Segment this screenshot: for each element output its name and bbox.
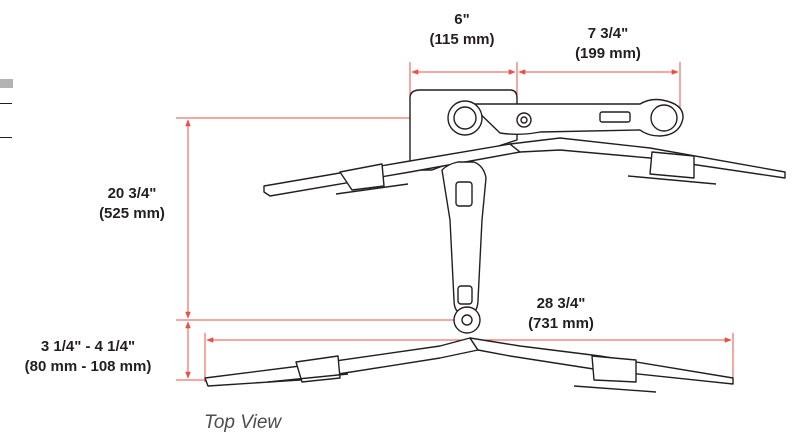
upper-left-bracket-rail xyxy=(335,183,409,195)
upper-right-bracket xyxy=(649,151,695,179)
dim-label-7-3-4in-imperial: 7 3/4" xyxy=(587,25,629,42)
side-tab-marker xyxy=(0,79,13,88)
upper-crossbar-right xyxy=(509,137,786,179)
dim-label-depth-metric: (80 mm - 108 mm) xyxy=(24,358,152,375)
dim-label-28-3-4in-metric: (731 mm) xyxy=(528,315,594,332)
upper-left-bracket xyxy=(339,163,385,191)
dim-label-28-3-4in-imperial: 28 3/4" xyxy=(536,295,586,312)
monitor-arm-outline xyxy=(204,89,786,393)
lower-right-bracket xyxy=(591,355,637,383)
dim-label-depth: 3 1/4" - 4 1/4" (80 mm - 108 mm) xyxy=(4,337,172,377)
upper-pivot-bolt-core xyxy=(520,116,528,124)
view-caption: Top View xyxy=(204,412,282,433)
dim-label-28-3-4in: 28 3/4" (731 mm) xyxy=(506,294,616,334)
lower-left-bracket-rail xyxy=(267,373,349,383)
main-pivot-inner xyxy=(453,106,477,130)
lower-right-bracket-rail xyxy=(573,385,657,393)
arm-cable-clip-upper xyxy=(455,181,473,207)
upper-arm-slot xyxy=(599,111,631,123)
side-rule-upper xyxy=(0,103,12,104)
arm-cable-clip-lower xyxy=(457,285,473,305)
dim-label-6in-metric: (115 mm) xyxy=(429,31,495,48)
dim-label-20-3-4in-metric: (525 mm) xyxy=(99,205,165,222)
side-rule-lower xyxy=(0,137,12,138)
dim-label-6in-imperial: 6" xyxy=(454,11,470,28)
dim-label-7-3-4in: 7 3/4" (199 mm) xyxy=(548,24,668,64)
dim-label-7-3-4in-metric: (199 mm) xyxy=(575,45,641,62)
dim-label-20-3-4in: 20 3/4" (525 mm) xyxy=(82,184,182,224)
lower-pivot-inner xyxy=(461,314,473,326)
vertical-arm xyxy=(441,161,487,315)
dim-label-20-3-4in-imperial: 20 3/4" xyxy=(107,185,157,202)
dim-label-depth-imperial: 3 1/4" - 4 1/4" xyxy=(40,338,136,355)
dim-label-6in: 6" (115 mm) xyxy=(412,10,512,50)
upper-arm-hinge xyxy=(650,104,678,132)
lower-base-left xyxy=(204,337,479,387)
upper-right-bracket-rail xyxy=(627,175,717,185)
